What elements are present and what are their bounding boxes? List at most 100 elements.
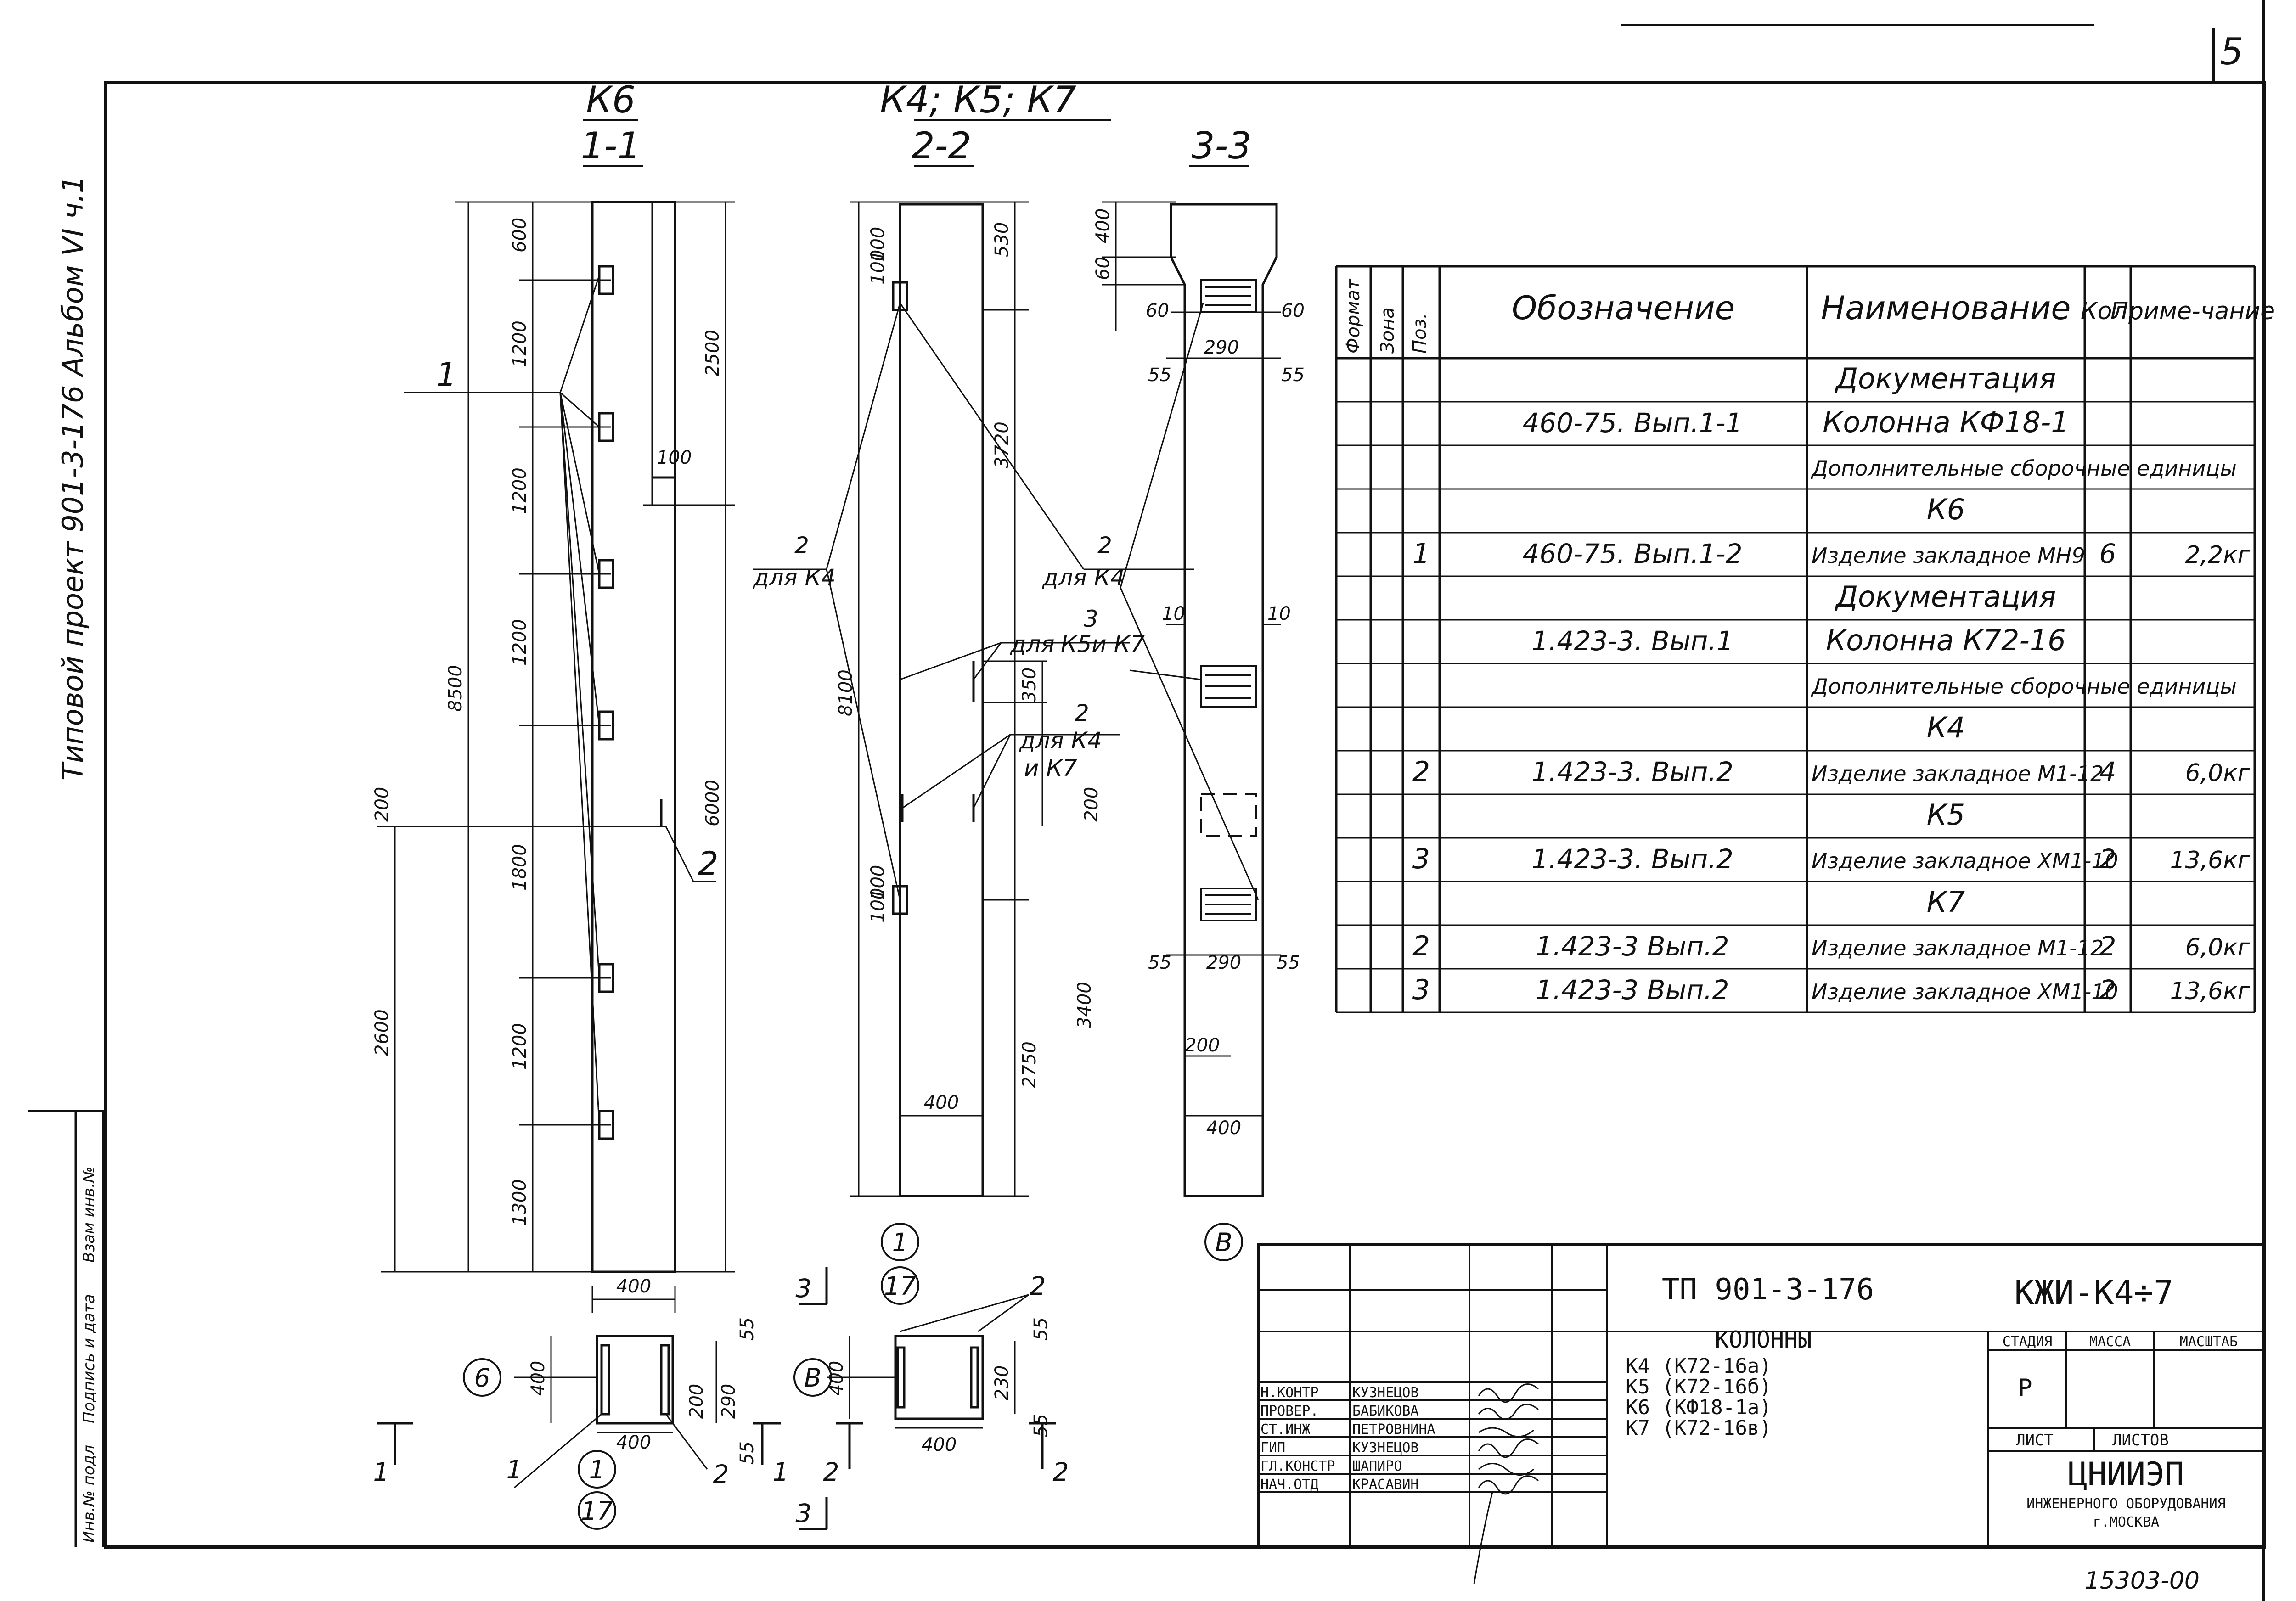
- section-label-1-1: 1-1: [581, 124, 641, 167]
- dim-value: 290: [718, 1384, 739, 1419]
- dim-lines-k4: [850, 201, 1047, 1197]
- organization-sub: ИНЖЕНЕРНОГО ОБОРУДОВАНИЯ: [2026, 1496, 2225, 1512]
- dim-value: 1200: [509, 619, 530, 666]
- marker-pos: 1: [436, 356, 457, 393]
- side-stamp-label: Взам инв.№: [80, 1167, 98, 1263]
- dim-value: 600: [509, 218, 530, 253]
- title-item: К7 (К72-16в): [1626, 1416, 1772, 1440]
- dim-value: 8100: [835, 669, 856, 716]
- dim-value: 2600: [371, 1009, 393, 1056]
- dim-lines-k6: [377, 201, 735, 1313]
- spec-note: 2,2кг: [2185, 541, 2251, 569]
- dim-value: 55: [1148, 365, 1171, 386]
- spec-pos: 3: [1412, 974, 1430, 1006]
- dim-value: 55: [1030, 1317, 1052, 1341]
- dim-value: 2750: [1019, 1041, 1040, 1088]
- dim-value: 230: [991, 1365, 1013, 1400]
- callout-text: 2: [1075, 700, 1089, 726]
- sheet-label: ЛИСТ: [2016, 1431, 2054, 1449]
- sheets-label: ЛИСТОВ: [2112, 1431, 2169, 1449]
- person: КУЗНЕЦОВ: [1352, 1440, 1419, 1456]
- dim-value: 200: [1185, 1035, 1220, 1056]
- spec-qty: 6: [2099, 538, 2116, 569]
- section-label-2-2: 2-2: [912, 124, 972, 167]
- axis-marker: 6: [474, 1363, 490, 1393]
- callout-text: и К7: [1024, 755, 1077, 781]
- view-title-k4k5k7: К4; К5; К7: [880, 79, 1076, 121]
- cut-label: 3: [796, 1499, 812, 1528]
- dim-value: 400: [616, 1276, 651, 1297]
- dim-value: 55: [737, 1317, 758, 1341]
- dim-value: 200: [686, 1384, 707, 1419]
- side-stamp-label: Подпись и дата: [80, 1294, 98, 1423]
- view-k6: К6 1-1: [371, 79, 789, 1530]
- spec-name: Изделие закладное М1-12: [1812, 761, 2104, 786]
- plan-k4: [793, 1267, 1056, 1530]
- title-block: ТП 901-3-176 КЖИ-К4÷7 КОЛОННЫ К4 (К72-16…: [1257, 1243, 2265, 1584]
- spec-pos: 2: [1412, 930, 1430, 962]
- spec-designation: 1.423-3 Вып.2: [1536, 931, 1729, 962]
- role: ПРОВЕР.: [1261, 1403, 1318, 1419]
- dim-value: 1200: [509, 1023, 530, 1070]
- dim-value: 400: [826, 1361, 847, 1396]
- callout-text: К5и К7: [1061, 631, 1145, 657]
- dim-value: 10: [1162, 603, 1185, 624]
- plates-3-3: [1200, 279, 1257, 921]
- spec-qty: 2: [2099, 931, 2116, 962]
- spec-qty: 4: [2099, 756, 2116, 787]
- album-side-label: Типовой проект 901-3-176 Альбом VI ч.1: [56, 175, 90, 781]
- person: КРАСАВИН: [1352, 1477, 1419, 1493]
- spec-name: Документация: [1835, 580, 2056, 613]
- spec-name: К7: [1927, 885, 1965, 919]
- spec-qty: 2: [2099, 974, 2116, 1006]
- organization: ЦНИИЭП: [2068, 1455, 2184, 1493]
- side-stamp-labels: Инв.№ подл Подпись и дата Взам инв.№: [80, 1167, 98, 1543]
- title-item: К4 (К72-16а): [1626, 1354, 1772, 1378]
- role: ГЛ.КОНСТР: [1261, 1458, 1335, 1474]
- dim-value: 2500: [702, 330, 723, 376]
- scale-label: МАСШТАБ: [2180, 1334, 2238, 1350]
- dim-value: 55: [1277, 952, 1300, 973]
- spec-pos: 2: [1412, 756, 1430, 788]
- column-k4-elevation: [899, 203, 984, 1197]
- spec-name: К5: [1927, 798, 1965, 831]
- dim-value: 400: [616, 1432, 651, 1453]
- dim-value: 200: [371, 787, 393, 822]
- dim-value: 290: [1204, 337, 1239, 358]
- header-format: Формат: [1343, 278, 1364, 354]
- dim-value: 100: [657, 447, 692, 468]
- cut-label: 1: [773, 1457, 789, 1487]
- marker-pos: 2: [713, 1460, 729, 1489]
- dims-3-3: 400 60 60 60 290 55 55 10 10 55 290 55 2…: [1092, 208, 1305, 1139]
- spec-designation: 1.423-3. Вып.2: [1531, 843, 1733, 875]
- role: Н.КОНТР: [1261, 1385, 1318, 1401]
- spec-name: Дополнительные сборочные единицы: [1811, 674, 2237, 699]
- header-qty: Кол.: [2081, 298, 2135, 325]
- drawing-code: КЖИ-К4÷7: [2015, 1273, 2174, 1312]
- axis-markers-k6: 6 1 17 1 1 1 2: [373, 1363, 789, 1526]
- dim-value: 200: [1081, 787, 1102, 822]
- embedded-plates-k4: [892, 281, 975, 915]
- dim-value: 55: [1148, 952, 1171, 973]
- dim-value: 10: [1267, 603, 1291, 624]
- role: ГИП: [1261, 1440, 1285, 1456]
- spec-name: Колонна КФ18-1: [1823, 405, 2069, 439]
- dim-value: 100: [867, 227, 889, 262]
- dim-value: 400: [1092, 208, 1114, 243]
- spec-name: Документация: [1835, 362, 2056, 395]
- dim-value: 100: [867, 888, 889, 923]
- axis-marker: 17: [884, 1271, 916, 1301]
- cut-label: 1: [373, 1457, 389, 1487]
- dim-value: 55: [737, 1441, 758, 1465]
- axis-marker: В: [804, 1363, 822, 1393]
- header-name: Наименование: [1821, 289, 2071, 327]
- dims-k6: 8500 2600 200 600 1200 1200 1200 1800 12…: [371, 218, 723, 1297]
- dim-value: 100: [867, 250, 889, 285]
- callout-text: 3: [1084, 606, 1098, 632]
- spec-name: К6: [1927, 493, 1965, 526]
- person: КУЗНЕЦОВ: [1352, 1385, 1419, 1401]
- organization-city: г.МОСКВА: [2093, 1514, 2160, 1530]
- callout-text: 2: [794, 532, 809, 559]
- spec-designation: 460-75. Вып.1-2: [1523, 538, 1743, 569]
